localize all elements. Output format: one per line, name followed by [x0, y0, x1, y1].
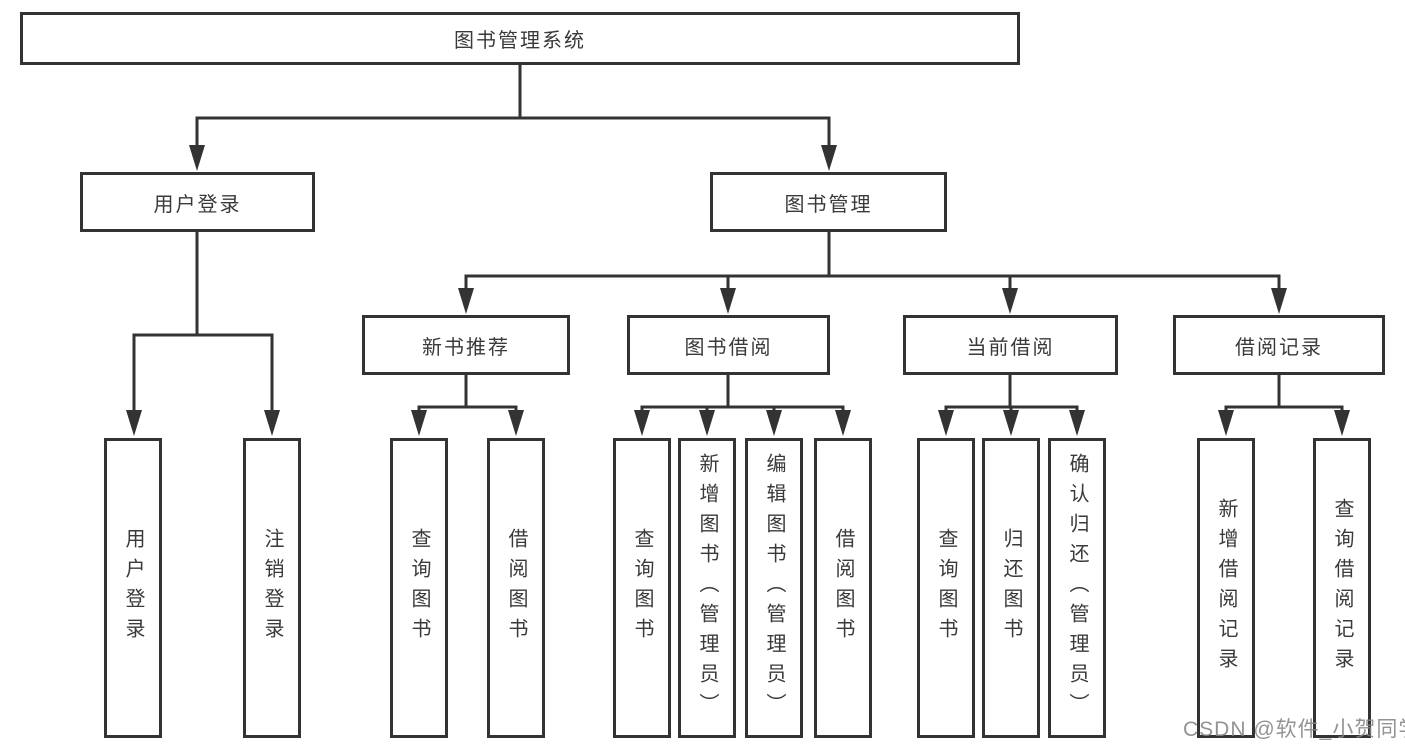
node-current-borrow: 当前借阅 — [903, 315, 1118, 375]
node-user-login: 用户登录 — [80, 172, 315, 232]
node-book-borrow-label: 图书借阅 — [684, 336, 773, 359]
leaf-query-books-current: 查询图书 — [917, 438, 975, 738]
leaf-query-books-recommend-label: 查询图书 — [408, 528, 430, 648]
leaf-query-books-borrow-label: 查询图书 — [631, 528, 653, 648]
node-book-borrow: 图书借阅 — [627, 315, 830, 375]
leaf-query-borrow-record: 查询借阅记录 — [1313, 438, 1371, 738]
leaf-confirm-return-admin: 确认归还（管理员） — [1048, 438, 1106, 738]
connector-book-borrow-branch — [634, 375, 851, 436]
leaf-user-login: 用户登录 — [104, 438, 162, 738]
node-new-book-recommend-label: 新书推荐 — [422, 336, 510, 359]
leaf-add-book-admin: 新增图书（管理员） — [678, 438, 736, 738]
leaf-logout-login: 注销登录 — [243, 438, 301, 738]
connector-root-to-level2 — [189, 65, 837, 171]
csdn-watermark: CSDN @软件_小贺同学 — [1183, 718, 1405, 741]
leaf-query-books-recommend: 查询图书 — [390, 438, 448, 738]
node-new-book-recommend: 新书推荐 — [362, 315, 570, 375]
node-book-management: 图书管理 — [710, 172, 947, 232]
leaf-add-borrow-record-label: 新增借阅记录 — [1215, 498, 1237, 678]
leaf-query-books-current-label: 查询图书 — [935, 528, 957, 648]
leaf-user-login-label: 用户登录 — [122, 528, 144, 648]
leaf-query-borrow-record-label: 查询借阅记录 — [1331, 498, 1353, 678]
leaf-add-book-admin-label: 新增图书（管理员） — [696, 453, 718, 723]
node-user-login-label: 用户登录 — [153, 193, 242, 216]
connector-user-login-branch — [126, 232, 280, 436]
leaf-confirm-return-admin-label: 确认归还（管理员） — [1066, 453, 1088, 723]
leaf-return-book-label: 归还图书 — [1000, 528, 1022, 648]
leaf-return-book: 归还图书 — [982, 438, 1040, 738]
node-borrow-records-label: 借阅记录 — [1235, 336, 1323, 359]
connector-borrow-records-branch — [1218, 375, 1350, 436]
node-book-management-label: 图书管理 — [784, 193, 873, 216]
leaf-borrow-books-borrow-label: 借阅图书 — [832, 528, 854, 648]
connector-new-book-recommend-branch — [411, 375, 524, 436]
node-root-system: 图书管理系统 — [20, 12, 1020, 65]
node-current-borrow-label: 当前借阅 — [966, 336, 1055, 359]
connector-current-borrow-branch — [938, 375, 1085, 436]
leaf-logout-login-label: 注销登录 — [261, 528, 283, 648]
node-root-system-label: 图书管理系统 — [454, 30, 586, 52]
leaf-borrow-books-borrow: 借阅图书 — [814, 438, 872, 738]
leaf-borrow-books-recommend: 借阅图书 — [487, 438, 545, 738]
connector-book-management-branch — [458, 232, 1287, 314]
leaf-edit-book-admin-label: 编辑图书（管理员） — [763, 453, 785, 723]
leaf-borrow-books-recommend-label: 借阅图书 — [505, 528, 527, 648]
leaf-query-books-borrow: 查询图书 — [613, 438, 671, 738]
node-borrow-records: 借阅记录 — [1173, 315, 1385, 375]
leaf-edit-book-admin: 编辑图书（管理员） — [745, 438, 803, 738]
leaf-add-borrow-record: 新增借阅记录 — [1197, 438, 1255, 738]
